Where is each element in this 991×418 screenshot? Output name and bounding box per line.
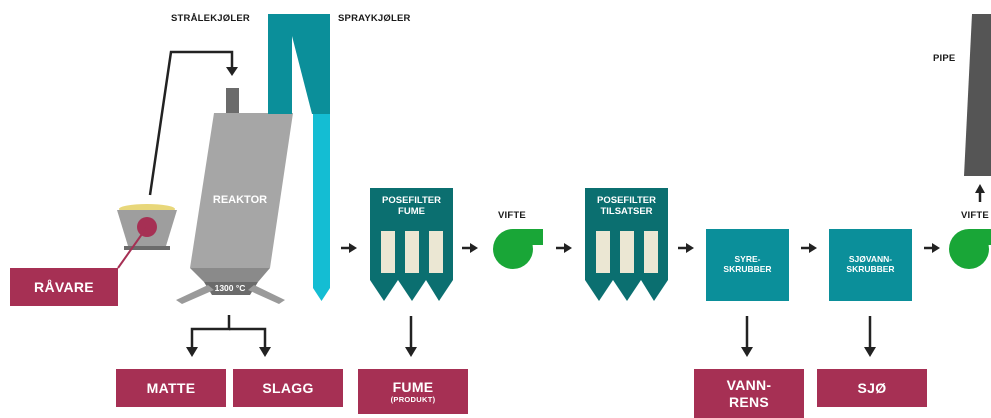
sjo-box: SJØ [817,369,927,407]
matte-box: MATTE [116,369,226,407]
posefilter-fume [370,188,453,301]
reactor [176,88,293,304]
fume-sub-label: (PRODUKT) [390,395,436,404]
ravare-connector [117,226,148,269]
fume-box: FUME (PRODUKT) [358,369,468,414]
slagg-label: SLAGG [262,380,314,396]
syreskrubber-box [706,229,789,301]
temperature-label: 1300 °C [214,283,246,293]
sjovannskrubber-label: SJØVANN- SKRUBBER [846,254,895,274]
arrow-matte [186,347,198,357]
vifte-2-label: VIFTE [961,210,989,221]
hopper [117,204,177,250]
sjovannskrubber-box [829,229,912,301]
vannrens-box: VANN- RENS [694,369,804,418]
feed-arrowhead [226,67,238,76]
syreskrubber-label: SYRE- SKRUBBER [723,254,772,274]
arrow-pipe [975,184,985,193]
slagg-box: SLAGG [233,369,343,407]
matte-label: MATTE [146,380,196,396]
reactor-split-line-2 [229,327,267,348]
stralekjoler-label: STRÅLEKJØLER [171,13,250,24]
sjo-label: SJØ [857,380,887,396]
vifte-1-label: VIFTE [498,210,526,221]
arrow-sjo [864,347,876,357]
ravare-label: RÅVARE [34,279,94,295]
posefilter-tilsatser-label: POSEFILTER TILSATSER [597,195,656,217]
flow-arrows [341,243,940,253]
vannrens-label: VANN- RENS [726,376,772,410]
arrow-fume [405,347,417,357]
arrow-vannrens [741,347,753,357]
reactor-split-line [190,315,231,348]
fume-label: FUME [392,379,434,395]
fan-1 [493,229,543,269]
pipe [964,14,991,176]
arrow-slagg [259,347,271,357]
posefilter-tilsatser [585,188,668,301]
ravare-box: RÅVARE [10,268,118,306]
spray-cooler [268,14,330,301]
spraykjoler-label: SPRAYKJØLER [338,13,411,24]
posefilter-fume-label: POSEFILTER FUME [382,195,441,217]
pipe-label: PIPE [933,53,956,64]
reaktor-label: REAKTOR [212,194,268,206]
fan-2 [949,229,991,269]
feed-line [148,50,234,196]
